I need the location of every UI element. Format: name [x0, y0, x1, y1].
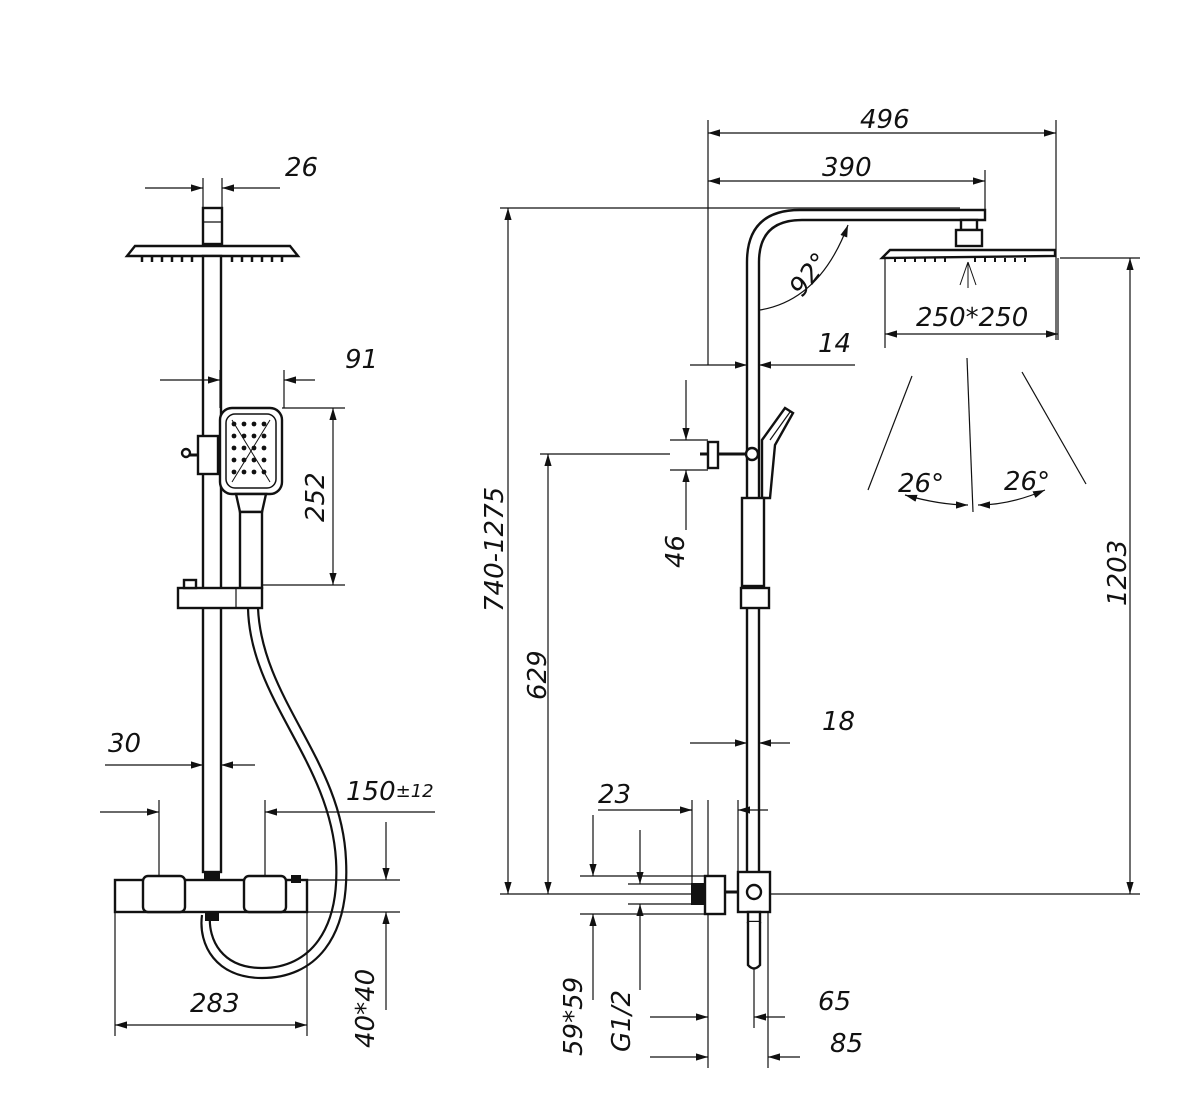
dim-holder-height: 46 — [661, 535, 691, 568]
dim-arm-angle: 92° — [784, 248, 836, 303]
dim-outlet-offset-1: 65 — [818, 987, 851, 1017]
front-mixer-handle-right — [242, 874, 288, 914]
dim-rail-offset: 14 — [818, 329, 851, 359]
dim-escutcheon-size: 59*59 — [559, 977, 589, 1056]
side-inlet — [691, 883, 706, 905]
side-slider — [739, 586, 771, 610]
side-outlet-spout — [746, 922, 762, 970]
front-head-nozzles — [140, 256, 284, 262]
dim-holder-to-mixer: 629 — [523, 650, 553, 700]
front-shower-head — [124, 244, 301, 258]
dim-head-size: 250*250 — [916, 303, 1028, 333]
side-escutcheon — [703, 874, 727, 916]
side-hand-shower — [760, 406, 795, 500]
dim-hand-shower-offset: 91 — [345, 345, 378, 375]
dim-total-height: 1203 — [1103, 540, 1133, 606]
front-holder-bracket — [196, 434, 220, 476]
front-rail — [201, 254, 223, 874]
hand-shower-handle — [238, 510, 264, 590]
hand-shower-neck — [234, 492, 268, 514]
front-slider — [176, 586, 264, 610]
dim-mixer-centers: 150±12 — [346, 777, 434, 807]
dim-mixer-length: 283 — [190, 989, 240, 1019]
side-shower-head — [879, 248, 1057, 260]
spray-ray-icon — [959, 261, 977, 288]
dim-spray-angle-right: 26° — [1004, 467, 1050, 497]
side-head-nozzles — [894, 258, 1026, 262]
front-view: 26 91 252 30 150±12 40*40 — [100, 153, 435, 1048]
dim-adjustable-height: 740-1275 — [480, 487, 510, 612]
dim-head-stem-width: 26 — [285, 153, 318, 183]
side-view: 496 390 92° 250*250 26° 26° 14 46 — [480, 105, 1140, 1068]
dim-rail-diameter-front: 30 — [108, 729, 141, 759]
holder-knob-icon — [180, 447, 192, 459]
dim-total-reach: 496 — [860, 105, 910, 135]
angle-arc-92 — [759, 224, 849, 311]
dim-outlet-offset-2: 85 — [830, 1029, 863, 1059]
dim-thread-size: G1/2 — [607, 990, 637, 1052]
dim-rail-diameter-side: 18 — [822, 707, 855, 737]
dim-mixer-section: 40*40 — [351, 969, 381, 1048]
dim-arm-reach: 390 — [822, 153, 872, 183]
side-head-connector — [954, 228, 984, 248]
side-hand-shower-handle — [740, 496, 766, 588]
side-holder-knob — [706, 440, 720, 470]
dim-inlet-offset: 23 — [598, 780, 631, 810]
front-mixer-handle-left — [141, 874, 187, 914]
dim-hand-shower-length: 252 — [301, 472, 331, 522]
front-hose-outer — [208, 607, 338, 970]
dim-spray-angle-left: 26° — [898, 469, 944, 499]
front-hose-inner — [200, 607, 348, 980]
head-connector — [201, 206, 224, 246]
